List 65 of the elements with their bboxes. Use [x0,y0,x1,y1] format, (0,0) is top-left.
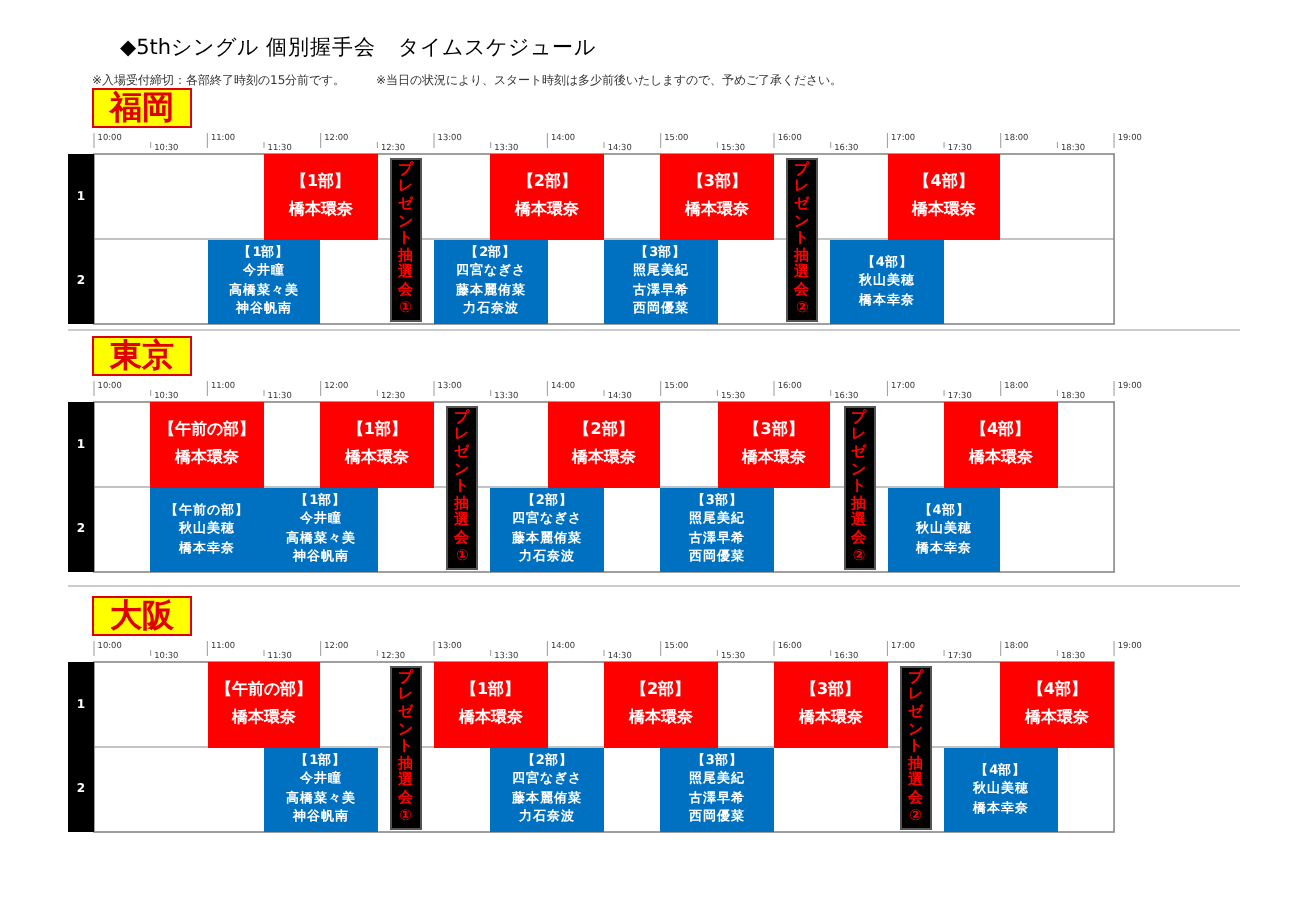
session-heading: 【1部】 [347,418,407,443]
member-names: 橋本環奈 [968,446,1033,471]
session-heading: 【3部】 [801,678,861,703]
session-block [207,662,321,747]
session-block [830,239,944,324]
member-names: 橋本環奈 [288,198,353,223]
session-heading: 【1部】 [461,678,521,703]
session-block [1000,662,1115,747]
session-heading: 【4部】 [914,170,974,195]
session-heading: 【2部】 [517,170,577,195]
lottery-block [389,665,422,829]
member-names: 橋本環奈 [742,446,806,471]
member-names: 橋本環奈 [515,198,580,223]
city-heading-box: 福岡 [92,88,192,128]
session-block [150,487,264,572]
session-block [547,402,661,487]
session-block [320,402,434,487]
session-block [604,239,718,324]
lottery-block [843,405,876,569]
lottery-block [446,405,479,569]
session-block [660,154,774,239]
session-block [264,487,378,572]
session-block [660,747,774,832]
member-names: 橋本環奈 [912,198,977,223]
session-heading: 【4部】 [971,418,1031,443]
session-block [660,487,774,572]
member-names: 橋本環奈 [572,446,636,471]
member-names: 橋本環奈 [1025,706,1090,731]
session-heading: 【1部】 [291,170,351,195]
session-block [604,662,718,747]
member-names: 橋本環奈 [685,198,750,223]
lottery-block [786,157,819,321]
session-block [264,154,378,239]
session-block [490,487,604,572]
member-names: 橋本環奈 [628,706,693,731]
city-heading-box: 大阪 [92,596,192,636]
session-block [944,747,1058,832]
session-heading: 【3部】 [744,418,804,443]
lottery-block [899,665,932,829]
session-block [887,154,1001,239]
session-heading: 【2部】 [631,678,691,703]
session-heading: 【4部】 [1027,678,1087,703]
session-block [717,402,831,487]
lottery-block [389,157,422,321]
title: ◆5thシングル 個別握手会 タイムスケジュール [120,34,596,62]
session-heading: 【3部】 [687,170,747,195]
session-heading: 【午前の部】 [159,418,256,443]
session-heading: 【2部】 [574,418,634,443]
session-block [434,239,548,324]
member-names: 橋本環奈 [458,706,523,731]
session-block [490,747,604,832]
session-block [944,402,1058,487]
session-block [887,487,1001,572]
member-names: 橋本環奈 [345,446,410,471]
member-names: 橋本環奈 [231,706,296,731]
session-heading: 【午前の部】 [215,678,312,703]
member-names: 橋本環奈 [798,706,863,731]
session-block [434,662,548,747]
session-block [774,662,888,747]
member-names: 橋本環奈 [175,446,240,471]
session-block [207,239,321,324]
city-heading-box: 東京 [92,336,192,376]
session-block [490,154,604,239]
session-block [150,402,264,487]
session-block [264,747,378,832]
